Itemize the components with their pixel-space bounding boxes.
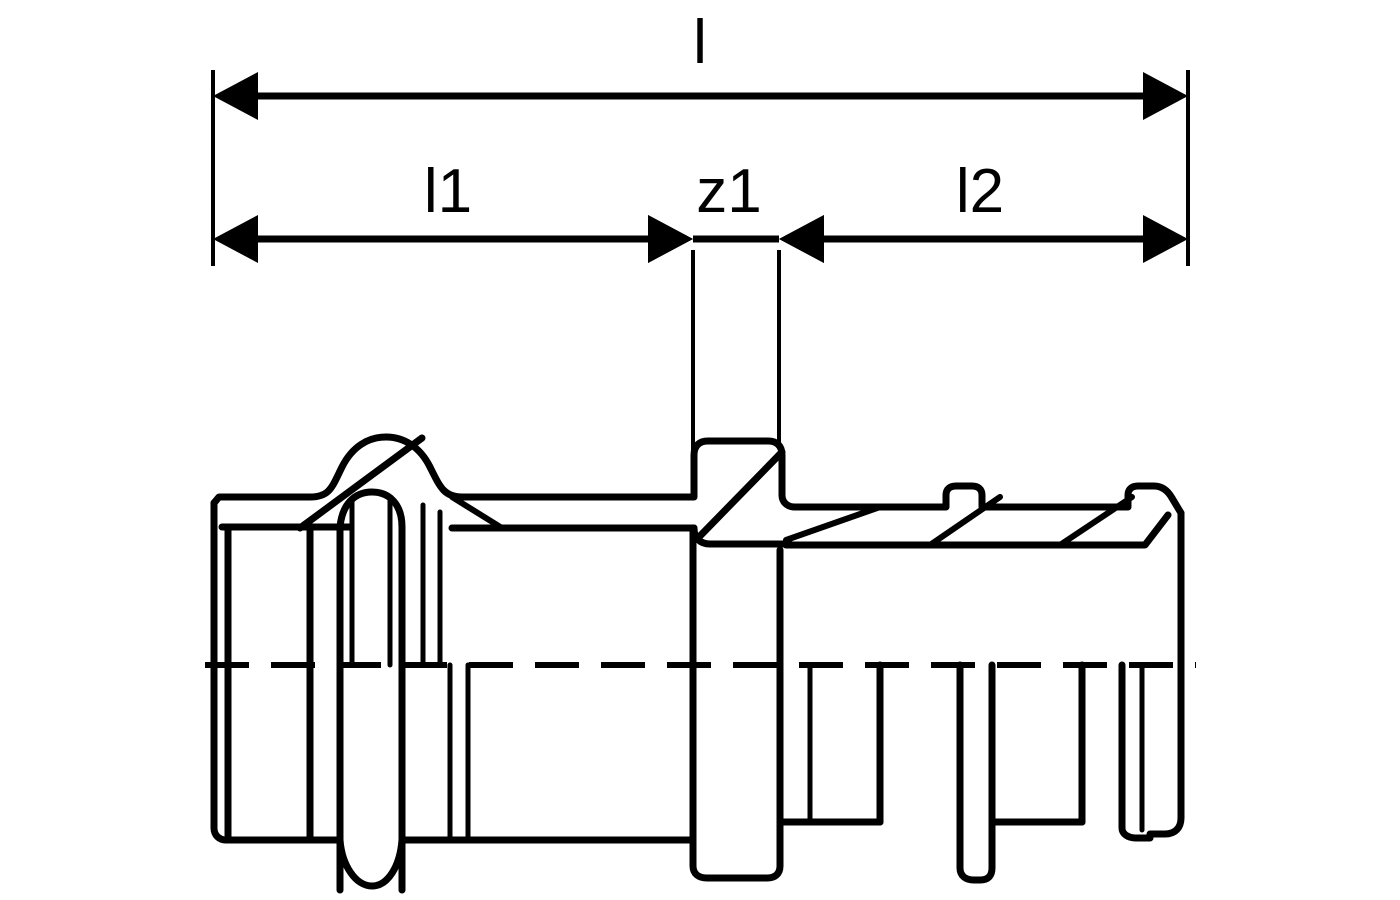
barb-lower-contour [782, 511, 1172, 549]
barb-section-edge-1 [927, 494, 1003, 548]
dimension-outlet-length [779, 215, 1188, 263]
fitting-body-group [210, 433, 1185, 894]
flange-section-edge-2 [783, 504, 883, 543]
bead-section-edge [296, 434, 426, 532]
arrowhead-l2-right [1143, 215, 1188, 263]
dimension-label-socket: l1 [424, 157, 472, 226]
barb-right-end-face [1146, 509, 1185, 838]
arrowhead-overall-left [213, 72, 258, 120]
arrowhead-z1-left [648, 215, 693, 263]
dimension-label-center: z1 [696, 157, 761, 226]
flange-section-edge [696, 448, 786, 540]
extension-lines-z1-group [691, 250, 781, 500]
dimension-overall-length [213, 72, 1188, 120]
extension-lines-group [211, 70, 1190, 266]
barb-section-edge-2 [1057, 494, 1135, 548]
collar-left-wall [689, 524, 784, 882]
arrowhead-l2-left [779, 215, 824, 263]
oring-groove-profile [336, 488, 406, 894]
arrowhead-overall-right [1143, 72, 1188, 120]
dimension-label-overall: l [693, 8, 707, 77]
barb-rib-2 [956, 661, 996, 884]
bead-section-edge-right [449, 494, 505, 531]
dimension-label-outlet: l2 [956, 157, 1004, 226]
socket-left-end-face [210, 499, 230, 844]
outer-profile-top [210, 433, 1185, 517]
barb-rib-5 [1118, 661, 1154, 842]
arrowhead-l1-left [213, 215, 258, 263]
underside-bead-bottom [336, 836, 406, 890]
